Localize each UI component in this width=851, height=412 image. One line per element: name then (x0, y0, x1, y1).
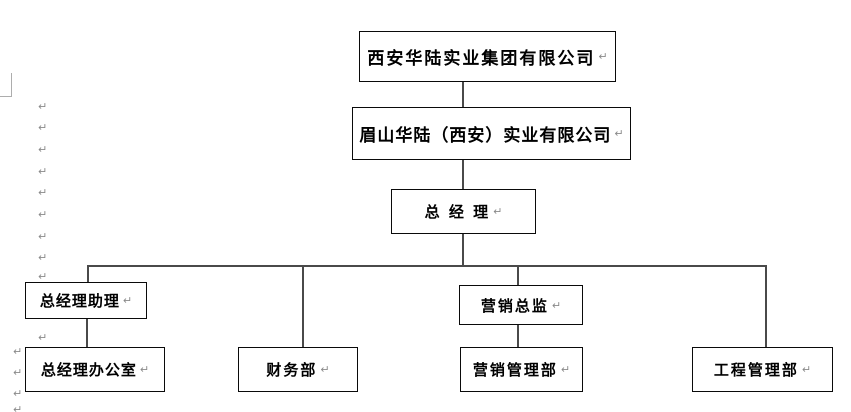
org-box-engineering-dept[interactable]: 工程管理部↵ (692, 347, 833, 392)
org-box-label: 总 经 理 (424, 203, 491, 221)
paragraph-return-mark: ↵ (801, 363, 812, 376)
connector-subsidiary-to-gm (462, 160, 464, 189)
connector-group-to-subsidiary (462, 82, 464, 107)
connector-bus-to-finance (302, 267, 304, 347)
org-box-marketing-dept[interactable]: 营销管理部↵ (460, 347, 583, 392)
connector-bus-to-engineering (765, 267, 767, 347)
connector-bus-to-gm-assistant (87, 267, 89, 282)
org-box-general-manager[interactable]: 总 经 理↵ (391, 189, 536, 234)
org-box-label: 营销管理部 (472, 361, 558, 379)
paragraph-return-mark: ↵ (38, 121, 48, 134)
paragraph-return-mark: ↵ (13, 345, 23, 358)
org-box-marketing-director[interactable]: 营销总监↵ (459, 285, 583, 325)
paragraph-return-mark: ↵ (38, 230, 48, 243)
connector-bus-to-marketing-director (517, 267, 519, 285)
org-box-label: 总经理助理 (39, 292, 120, 310)
org-box-label: 财务部 (266, 361, 318, 379)
org-box-label: 营销总监 (480, 296, 549, 315)
paragraph-return-mark: ↵ (13, 403, 23, 412)
org-box-group-company[interactable]: 西安华陆实业集团有限公司↵ (359, 31, 616, 82)
connector-gm-assistant-to-gm-office (86, 319, 88, 347)
org-box-finance-dept[interactable]: 财务部↵ (238, 347, 358, 392)
paragraph-return-mark: ↵ (122, 294, 133, 307)
margin-corner-mark (0, 96, 12, 97)
paragraph-return-mark: ↵ (38, 208, 48, 221)
paragraph-return-mark: ↵ (13, 387, 23, 400)
margin-corner-mark (11, 73, 12, 97)
paragraph-return-mark: ↵ (13, 366, 23, 379)
org-box-label: 总经理办公室 (40, 361, 137, 379)
paragraph-return-mark: ↵ (38, 165, 48, 178)
paragraph-return-mark: ↵ (38, 270, 48, 283)
connector-gm-to-bus (462, 234, 464, 266)
paragraph-return-mark: ↵ (38, 100, 48, 113)
org-box-gm-office[interactable]: 总经理办公室↵ (25, 347, 165, 392)
connector-marketing-director-to-marketing-dept (517, 325, 519, 347)
paragraph-return-mark: ↵ (320, 363, 330, 376)
paragraph-return-mark: ↵ (560, 363, 571, 376)
org-box-label: 西安华陆实业集团有限公司 (367, 49, 596, 69)
paragraph-return-mark: ↵ (38, 143, 48, 156)
paragraph-return-mark: ↵ (38, 331, 48, 344)
paragraph-return-mark: ↵ (38, 186, 48, 199)
org-box-gm-assistant[interactable]: 总经理助理↵ (25, 282, 147, 319)
org-box-subsidiary-company[interactable]: 眉山华陆（西安）实业有限公司↵ (352, 107, 631, 160)
org-box-label: 工程管理部 (713, 361, 799, 379)
paragraph-return-mark: ↵ (139, 363, 150, 376)
paragraph-return-mark: ↵ (551, 298, 562, 312)
paragraph-return-mark: ↵ (614, 127, 624, 140)
connector-horizontal-bus (87, 265, 767, 267)
paragraph-return-mark: ↵ (598, 50, 608, 63)
paragraph-return-mark: ↵ (493, 205, 503, 218)
paragraph-return-mark: ↵ (38, 251, 48, 264)
org-box-label: 眉山华陆（西安）实业有限公司 (359, 126, 612, 146)
